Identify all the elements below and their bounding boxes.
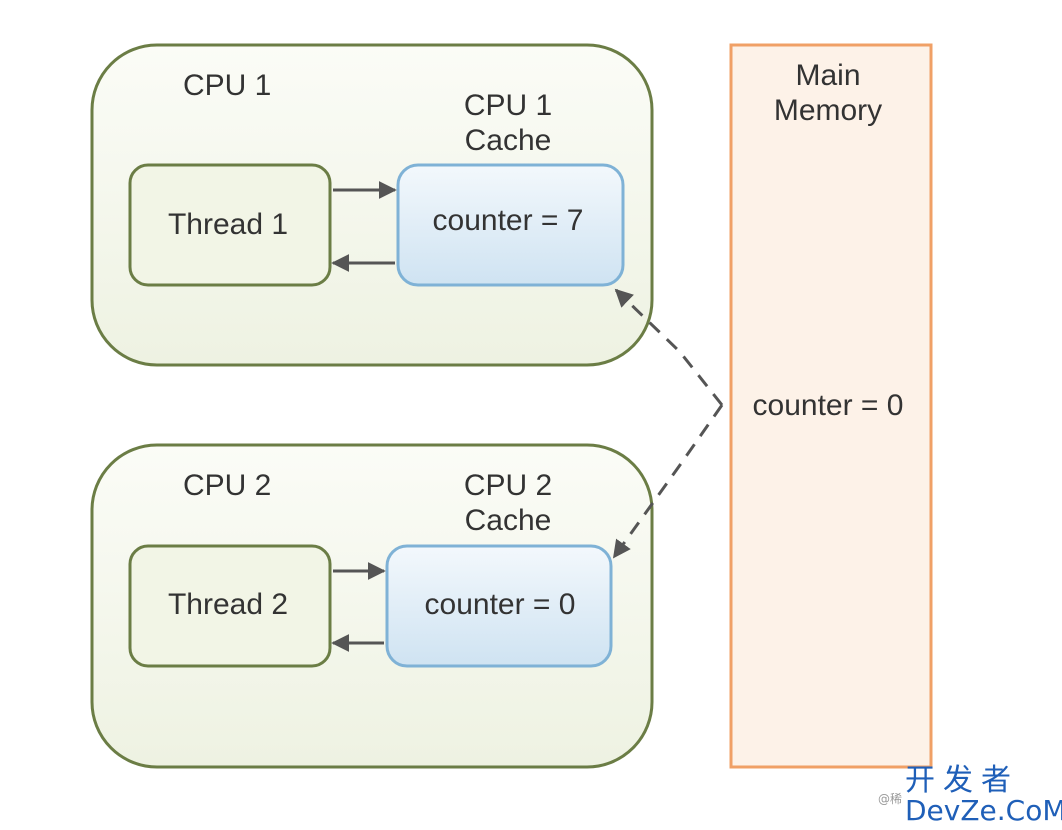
cpu-1-group: CPU 1 Thread 1 CPU 1 Cache counter = 7 [90,43,654,367]
thread-2-label: Thread 2 [168,588,288,621]
main-memory-value: counter = 0 [753,389,904,422]
cpu-1-cache-value: counter = 7 [433,204,584,237]
cpu-2-cache-box [385,544,613,668]
memory-to-cpu-1-cache-dashed-arrow [614,288,724,406]
cpu-2-group: CPU 2 Thread 2 CPU 2 Cache counter = 0 [90,443,654,769]
thread-2-box [128,544,332,668]
main-memory-box [729,43,933,769]
cpu-1-cache-box [396,163,625,287]
watermark-line2: DevZe.CoM [905,794,1062,827]
cpu-1-label: CPU 1 [183,69,271,102]
cpu-2-cache-label-line2: Cache [465,504,552,537]
thread-1-label: Thread 1 [168,208,288,241]
watermark-prefix: @稀 [878,792,902,806]
memory-to-cpu-2-cache-dashed-arrow [612,404,724,559]
cpu-2-cache-label-line1: CPU 2 [464,469,552,502]
watermark: @稀 开发者 DevZe.CoM [878,763,1062,827]
cpu-2-box [90,443,654,769]
watermark-line1: 开发者 [905,763,1019,798]
cpu-1-cache-label-line2: Cache [465,124,552,157]
main-memory-label-line1: Main [795,59,860,92]
main-memory-label-line2: Memory [774,94,882,127]
thread-1-box [128,163,332,287]
cpu-2-label: CPU 2 [183,469,271,502]
main-memory-group: Main Memory counter = 0 [729,43,933,769]
cpu-2-cache-value: counter = 0 [425,588,576,621]
cpu-1-cache-label-line1: CPU 1 [464,89,552,122]
